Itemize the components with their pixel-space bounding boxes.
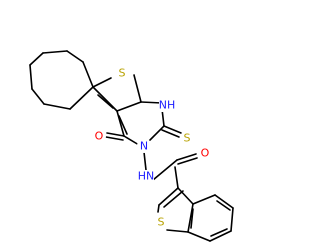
bond xyxy=(192,194,216,205)
bond xyxy=(174,166,179,189)
atom-n-ring: N xyxy=(137,139,151,153)
cyclooctane-ring xyxy=(29,50,94,110)
atom-label: N xyxy=(140,140,148,153)
bond xyxy=(152,159,178,181)
bond xyxy=(105,136,124,141)
bond xyxy=(210,228,228,237)
bond xyxy=(187,231,211,242)
bond xyxy=(31,88,45,105)
atom-hn-amide: HN xyxy=(138,170,155,183)
bond xyxy=(143,151,147,171)
bond xyxy=(43,103,71,110)
atom-label: HN xyxy=(138,170,155,183)
atom-o-ring: O xyxy=(92,129,106,143)
bond xyxy=(166,229,189,233)
atom-label: NH xyxy=(159,99,176,112)
atom-labels: S NH S O N HN O S xyxy=(92,66,212,229)
bond xyxy=(116,101,142,112)
bond xyxy=(92,77,112,88)
bond xyxy=(82,61,94,88)
bond xyxy=(177,187,194,205)
bond xyxy=(157,204,160,213)
bond xyxy=(158,187,179,206)
bond xyxy=(133,74,142,103)
atom-label: S xyxy=(119,67,126,80)
benzothiophene xyxy=(157,187,234,242)
atom-s-thiophene: S xyxy=(115,66,129,80)
bond xyxy=(66,50,84,63)
atom-label: S xyxy=(184,132,191,145)
bond xyxy=(106,132,125,137)
bond xyxy=(29,64,33,90)
bond xyxy=(230,207,234,232)
bond xyxy=(161,129,180,138)
bond xyxy=(176,153,197,161)
atom-label: O xyxy=(95,130,104,143)
bond xyxy=(177,157,198,165)
bond xyxy=(42,50,68,54)
bond xyxy=(97,94,114,109)
atom-label: S xyxy=(158,216,165,229)
atom-s-benzothiophene: S xyxy=(154,215,168,229)
bond xyxy=(209,230,232,242)
bond xyxy=(69,86,94,110)
bond xyxy=(190,208,194,229)
bond xyxy=(216,200,231,211)
bond xyxy=(116,110,125,137)
bond xyxy=(118,115,128,135)
atom-label: O xyxy=(201,147,210,160)
bond xyxy=(214,194,234,209)
bond xyxy=(140,101,163,104)
bond xyxy=(163,190,184,208)
molecule-structure: S NH S O N HN O S xyxy=(29,50,234,242)
bond xyxy=(29,52,44,66)
amide-linker xyxy=(143,151,198,189)
atom-o-amide: O xyxy=(198,146,212,160)
bond xyxy=(123,135,140,146)
bond xyxy=(163,125,182,134)
bond xyxy=(187,203,194,233)
bond xyxy=(149,125,165,141)
atom-nh: NH xyxy=(159,99,176,112)
atom-s-thioxo: S xyxy=(180,131,194,145)
thiophene-ring xyxy=(92,74,142,112)
